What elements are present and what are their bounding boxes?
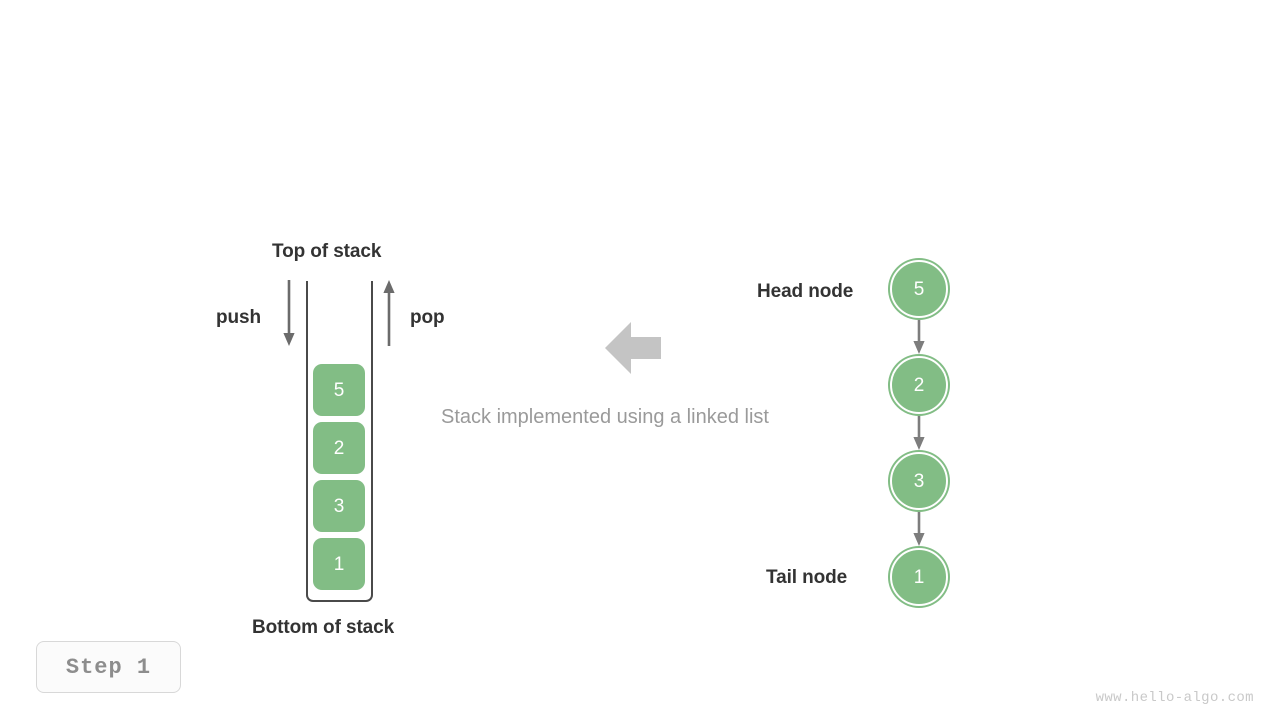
node-link-arrow-icon [913, 318, 925, 354]
linked-list-node[interactable]: 3 [890, 452, 948, 510]
node-link-arrow-icon [913, 414, 925, 450]
watermark: www.hello-algo.com [1095, 690, 1254, 706]
stack-container [306, 281, 373, 602]
head-node-label: Head node [757, 281, 854, 302]
stack-item[interactable]: 5 [313, 364, 365, 416]
pop-arrow-icon [383, 280, 395, 346]
step-badge-text: Step 1 [65, 654, 152, 680]
tail-node-label: Tail node [766, 567, 848, 588]
pop-label: pop [410, 307, 445, 328]
push-label: push [216, 307, 261, 328]
diagram-caption: Stack implemented using a linked list [441, 406, 769, 428]
node-link-arrow-icon [913, 510, 925, 546]
step-badge: Step 1 [36, 641, 181, 693]
linked-list-node[interactable]: 5 [890, 260, 948, 318]
left-block-arrow-icon [605, 322, 661, 374]
push-arrow-icon [283, 280, 295, 346]
linked-list-node[interactable]: 1 [890, 548, 948, 606]
bottom-of-stack-label: Bottom of stack [252, 617, 395, 638]
stack-item[interactable]: 1 [313, 538, 365, 590]
stack-item[interactable]: 2 [313, 422, 365, 474]
linked-list-node[interactable]: 2 [890, 356, 948, 414]
stack-item[interactable]: 3 [313, 480, 365, 532]
top-of-stack-label: Top of stack [272, 241, 382, 262]
